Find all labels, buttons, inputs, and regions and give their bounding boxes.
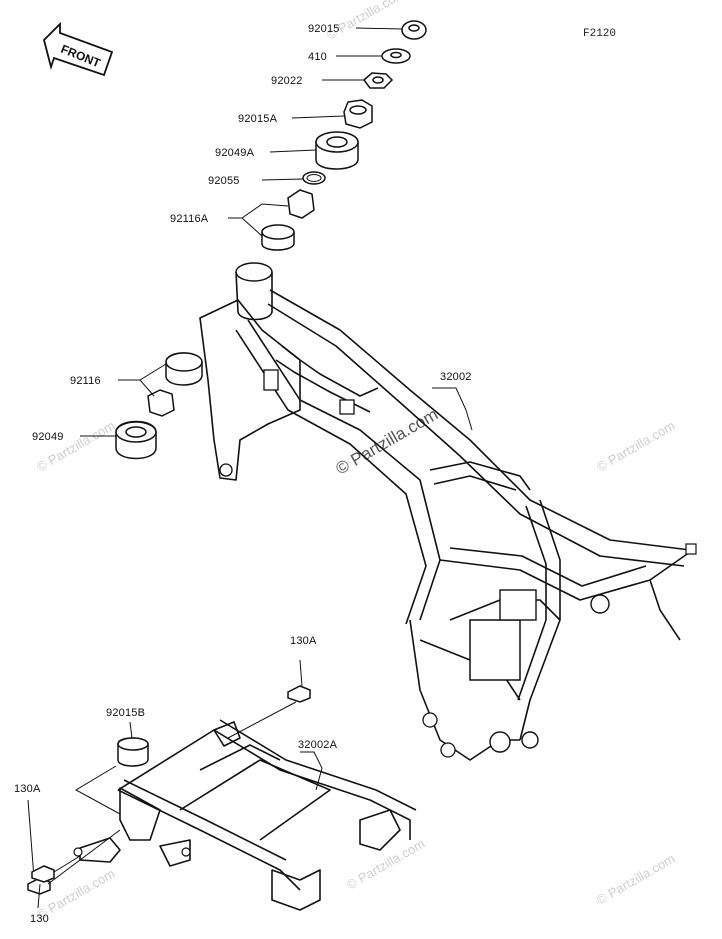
label-92049: 92049 — [32, 431, 64, 443]
label-92015: 92015 — [308, 23, 340, 35]
watermark: © Partzilla.com — [594, 851, 677, 908]
label-92015A: 92015A — [238, 113, 278, 125]
nut-92015 — [401, 20, 427, 40]
label-130A-left: 130A — [14, 783, 41, 795]
main-frame-32002 — [199, 262, 697, 761]
watermark-center: © Partzilla.com — [333, 405, 442, 479]
front-arrow-icon: FRONT — [42, 21, 114, 77]
washer-410 — [381, 48, 411, 64]
diagram-code: F2120 — [583, 28, 616, 40]
bearing-92049A — [315, 131, 359, 170]
label-92116: 92116 — [70, 375, 101, 387]
label-130: 130 — [30, 913, 49, 925]
race-92116 — [147, 352, 203, 417]
label-130A-top: 130A — [290, 635, 317, 647]
collar-92015B — [117, 737, 149, 767]
bolt-130 — [31, 855, 81, 909]
bolt-130A-top — [227, 659, 311, 739]
race-92116A — [261, 189, 315, 251]
nut-92015A — [343, 99, 373, 129]
watermark: © Partzilla.com — [34, 418, 117, 475]
steering-stem-parts: 92015 410 92022 92015A 92049A — [170, 20, 427, 251]
label-92015B: 92015B — [106, 707, 145, 719]
lockwasher-92022 — [362, 72, 394, 89]
label-92055: 92055 — [208, 175, 240, 187]
lower-bearing-parts: 92116 92049 — [32, 352, 203, 460]
label-32002A: 32002A — [298, 739, 338, 751]
label-92049A: 92049A — [215, 147, 255, 159]
seal-92055 — [302, 171, 326, 185]
bearing-92049 — [115, 420, 157, 460]
watermark: © Partzilla.com — [594, 418, 677, 475]
label-410: 410 — [308, 51, 327, 63]
watermark: © Partzilla.com — [324, 0, 407, 43]
label-92116A: 92116A — [170, 213, 209, 225]
label-92022: 92022 — [271, 75, 303, 87]
sub-frame-32002A — [73, 719, 417, 911]
label-32002: 32002 — [440, 371, 472, 383]
